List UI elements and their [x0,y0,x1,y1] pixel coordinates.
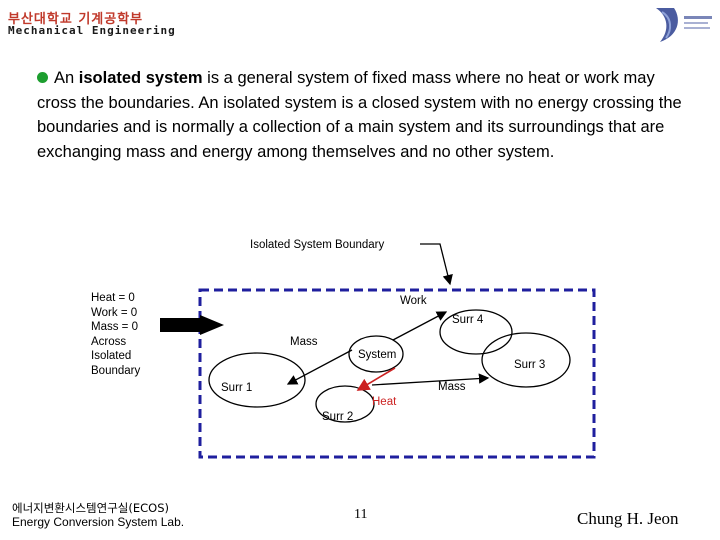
work-label: Work [400,295,427,307]
condition-across: Across [91,336,126,348]
isolated-system-definition: An isolated system is a general system o… [37,66,697,164]
surr1-label: Surr 1 [221,382,252,394]
lab-korean-name: 에너지변환시스템연구실(ECOS) [12,501,169,515]
surr4-ellipse [439,309,513,355]
mass-arrow-left [286,349,353,385]
mass-label-right: Mass [438,381,466,393]
lead-prefix: An [54,69,79,87]
author-name: Chung H. Jeon [577,509,679,528]
university-logo [656,8,712,42]
definition-text: is a general system of fixed mass where … [37,69,682,161]
surr2-ellipse [315,385,375,423]
mass-label-top: Mass [290,336,318,348]
bullet-icon [37,72,48,83]
boundary-pointer-arrow [420,243,453,286]
condition-heat: Heat = 0 [91,292,135,304]
bold-term: isolated system [78,69,203,87]
surr2-label: Surr 2 [322,411,353,423]
heat-arrow [356,367,396,391]
surr3-ellipse [481,332,571,388]
work-arrow [392,311,448,341]
condition-work: Work = 0 [91,307,137,319]
system-label: System [358,349,396,361]
surr3-label: Surr 3 [514,359,545,371]
surr4-label: Surr 4 [452,314,484,326]
boundary-label: Isolated System Boundary [250,239,384,251]
isolated-boundary [198,288,596,459]
system-ellipse [348,335,404,373]
surr1-ellipse [208,352,306,408]
department-korean-title: 부산대학교 기계공학부 [8,12,144,27]
no-transfer-arrow [160,315,224,335]
page-number: 11 [354,507,368,522]
mass-arrow-right [371,373,490,386]
condition-boundary: Boundary [91,365,140,377]
heat-label: Heat [372,396,397,408]
condition-isolated: Isolated [91,350,131,362]
department-english-title: Mechanical Engineering [8,24,176,37]
lab-english-name: Energy Conversion System Lab. [12,515,185,529]
condition-mass: Mass = 0 [91,321,138,333]
